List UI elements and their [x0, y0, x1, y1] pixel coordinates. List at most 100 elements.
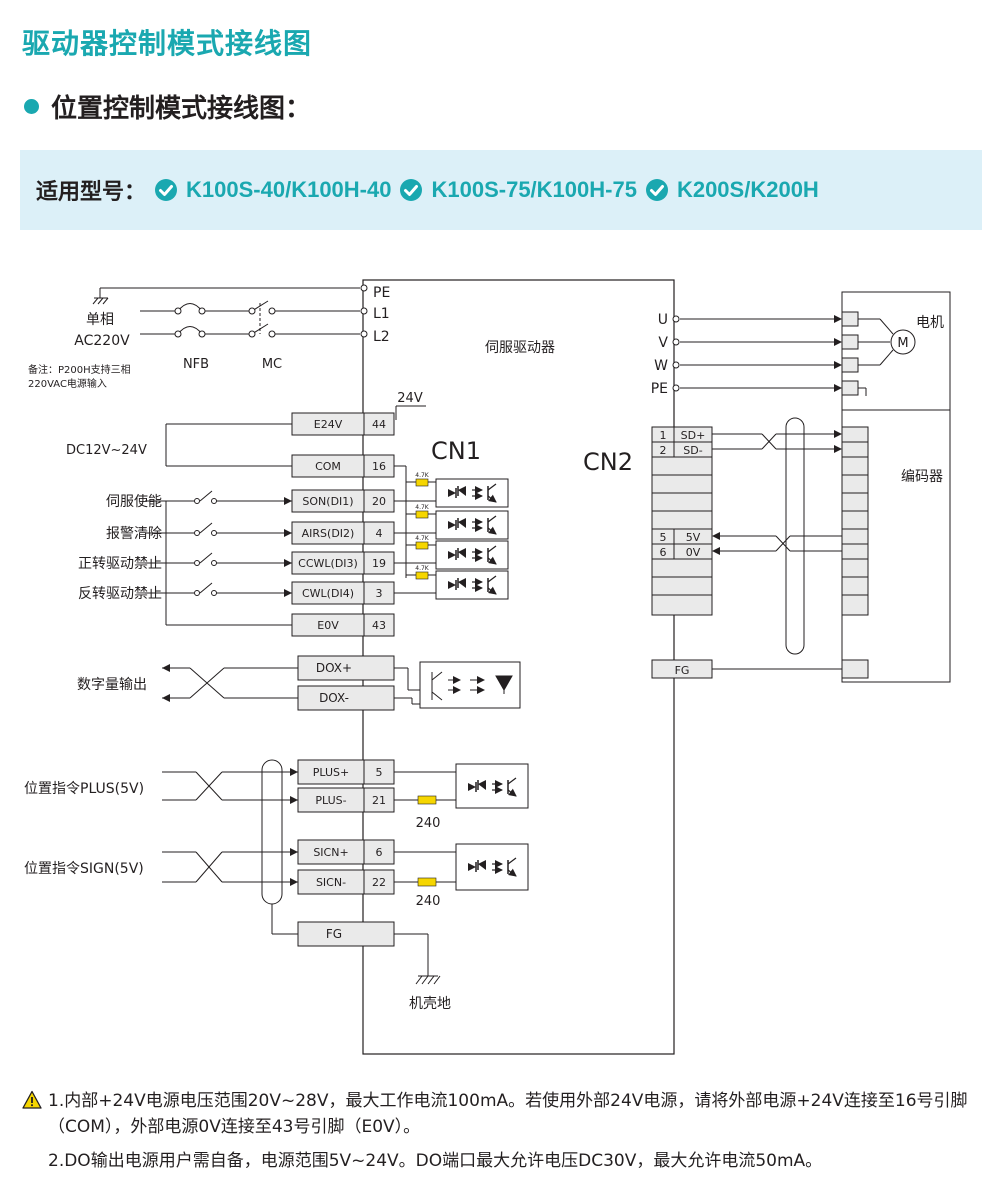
resistor-label: 4.7K	[415, 472, 430, 479]
input-label-servo-enable: 伺服使能	[106, 493, 162, 510]
section-heading-text: 位置控制模式接线图：	[51, 94, 312, 124]
cn2-pin-name: 5V	[686, 531, 701, 544]
cn2-pin-num: 1	[660, 429, 667, 442]
model-text: K200S/K200H	[676, 177, 819, 202]
pin-name: SICN-	[316, 876, 346, 889]
wiring-diagram: 伺服驱动器 单相 AC220V NFB MC 备注：P200H支持三相 220V…	[24, 279, 951, 1055]
pin-num: 20	[372, 495, 386, 508]
input-label-alarm-clear: 报警清除	[106, 526, 162, 542]
model-text: K100S-75/K100H-75	[431, 177, 637, 202]
pulse-input-group: 240 240 位置指令PLUS(5V) 位置指令SIGN(5V) PLUS+ …	[24, 759, 529, 1012]
warning-icon	[22, 1090, 42, 1109]
resistor-label: 4.7K	[415, 504, 430, 511]
pulse-resistor-label: 240	[416, 894, 441, 909]
v24-wire	[395, 405, 426, 420]
pulse-input-label-plus: 位置指令PLUS(5V)	[24, 781, 144, 797]
section-heading: 位置控制模式接线图：	[24, 88, 311, 125]
pin-num: 44	[372, 418, 386, 431]
pin-num: 3	[376, 587, 383, 600]
pin-l2: L2	[373, 329, 390, 345]
note-item: 1.内部+24V电源电压范围20V~28V，最大工作电流100mA。若使用外部2…	[22, 1088, 992, 1140]
cn1-terminal-plus-plus: PLUS+ 5	[297, 759, 395, 785]
cn2-title: CN2	[583, 448, 633, 476]
v24-label: 24V	[397, 391, 423, 406]
cn1-title: CN1	[431, 437, 481, 465]
power-note-2: 220VAC电源输入	[28, 377, 107, 390]
model-text: K100S-40/K100H-40	[186, 177, 392, 202]
pin-name: E24V	[314, 418, 343, 431]
supply-label: 单相	[86, 312, 114, 328]
pin-num: 6	[376, 846, 383, 859]
note-text: 2.DO输出电源用户需自备，电源范围5V~24V。DO端口最大允许电压DC30V…	[48, 1151, 823, 1171]
pin-num: 21	[372, 794, 386, 807]
bullet-dot-icon	[24, 99, 39, 114]
input-arrows	[284, 497, 292, 597]
check-circle-icon	[645, 179, 668, 201]
note-item: 2.DO输出电源用户需自备，电源范围5V~24V。DO端口最大允许电压DC30V…	[22, 1148, 992, 1174]
models-label: 适用型号：	[36, 180, 147, 205]
cn2-fg-label: FG	[675, 664, 690, 677]
resistor-label: 4.7K	[415, 565, 430, 572]
cn2-pin-num: 6	[660, 546, 667, 559]
optocoupler-icon	[448, 546, 496, 564]
pulse-input-label-sign: 位置指令SIGN(5V)	[24, 861, 144, 877]
cn1-terminal-sign-plus: SICN+ 6	[297, 839, 395, 865]
cn1-terminal-sign-minus: SICN- 22	[297, 869, 395, 895]
pin-name: PLUS-	[315, 794, 346, 807]
encoder-label: 编码器	[901, 469, 943, 485]
cn1-terminal-e0v: E0V 43	[291, 613, 395, 637]
page-title: 驱动器控制模式接线图	[22, 27, 313, 60]
motor-group: M 电机 U V W PE	[651, 291, 951, 683]
cn1-terminals: E24V 44 COM 16 SON(DI1) 20 AIRS(DI2) 4 C…	[291, 412, 395, 637]
digital-output-group: DOX+ DOX- 数字量输出	[77, 655, 521, 711]
internal-input-circuit	[394, 465, 509, 600]
note-text: 1.内部+24V电源电压范围20V~28V，最大工作电流100mA。若使用外部2…	[48, 1091, 968, 1137]
cn1-fg-terminal	[297, 921, 395, 947]
chassis-ground-label: 机壳地	[409, 995, 451, 1012]
pin-num: 19	[372, 557, 386, 570]
drive-label: 伺服驱动器	[485, 340, 555, 356]
optocoupler-icon	[468, 778, 516, 796]
pin-l1: L1	[373, 306, 390, 322]
pin-num: 43	[372, 619, 386, 632]
dout-pin-plus: DOX+	[316, 661, 352, 675]
motor-symbol: M	[897, 336, 908, 351]
cn1-terminal-airs: AIRS(DI2) 4	[291, 521, 395, 545]
optocoupler-icon	[468, 858, 516, 876]
pin-num: 5	[376, 766, 383, 779]
applicable-models-banner: 适用型号： K100S-40/K100H-40 K100S-75/K100H-7…	[20, 150, 982, 230]
pin-name: SON(DI1)	[302, 495, 353, 508]
pin-pe: PE	[373, 285, 390, 301]
cn2-pin-num: 2	[660, 444, 667, 457]
cn1-terminal-son: SON(DI1) 20	[291, 489, 395, 513]
power-note: 备注：P200H支持三相	[28, 363, 131, 376]
motor-pin-pe: PE	[651, 381, 668, 397]
model-item: K100S-40/K100H-40	[154, 177, 391, 203]
pin-name: SICN+	[313, 846, 348, 859]
cn2-pin-name: 0V	[686, 546, 701, 559]
cn2-pin-num: 5	[660, 531, 667, 544]
dout-pin-minus: DOX-	[319, 691, 349, 705]
cn1-terminal-ccwl: CCWL(DI3) 19	[291, 551, 395, 575]
cn2-pin-name: SD-	[683, 444, 702, 457]
dout-label: 数字量输出	[77, 677, 147, 693]
cn1-terminal-e24v: E24V 44	[291, 412, 395, 436]
cn1-fg-label: FG	[326, 927, 342, 941]
model-item: K200S/K200H	[645, 177, 819, 203]
motor-pin-u: U	[658, 312, 668, 328]
pin-name: AIRS(DI2)	[302, 527, 355, 540]
notes: 1.内部+24V电源电压范围20V~28V，最大工作电流100mA。若使用外部2…	[22, 1088, 992, 1174]
input-label-cw-inhibit: 反转驱动禁止	[78, 586, 162, 602]
pin-name: CWL(DI4)	[302, 587, 354, 600]
pulse-resistor-label: 240	[416, 816, 441, 831]
optocoupler-icon	[448, 516, 496, 534]
cn2-pin-name: SD+	[681, 429, 706, 442]
pin-num: 22	[372, 876, 386, 889]
nfb-label: NFB	[183, 357, 209, 372]
mc-label: MC	[262, 357, 282, 372]
dc-supply-label: DC12V~24V	[66, 443, 147, 458]
model-item: K100S-75/K100H-75	[399, 177, 637, 203]
resistor-4k7-group	[415, 478, 429, 580]
motor-pin-w: W	[654, 358, 668, 374]
check-circle-icon	[155, 179, 178, 201]
